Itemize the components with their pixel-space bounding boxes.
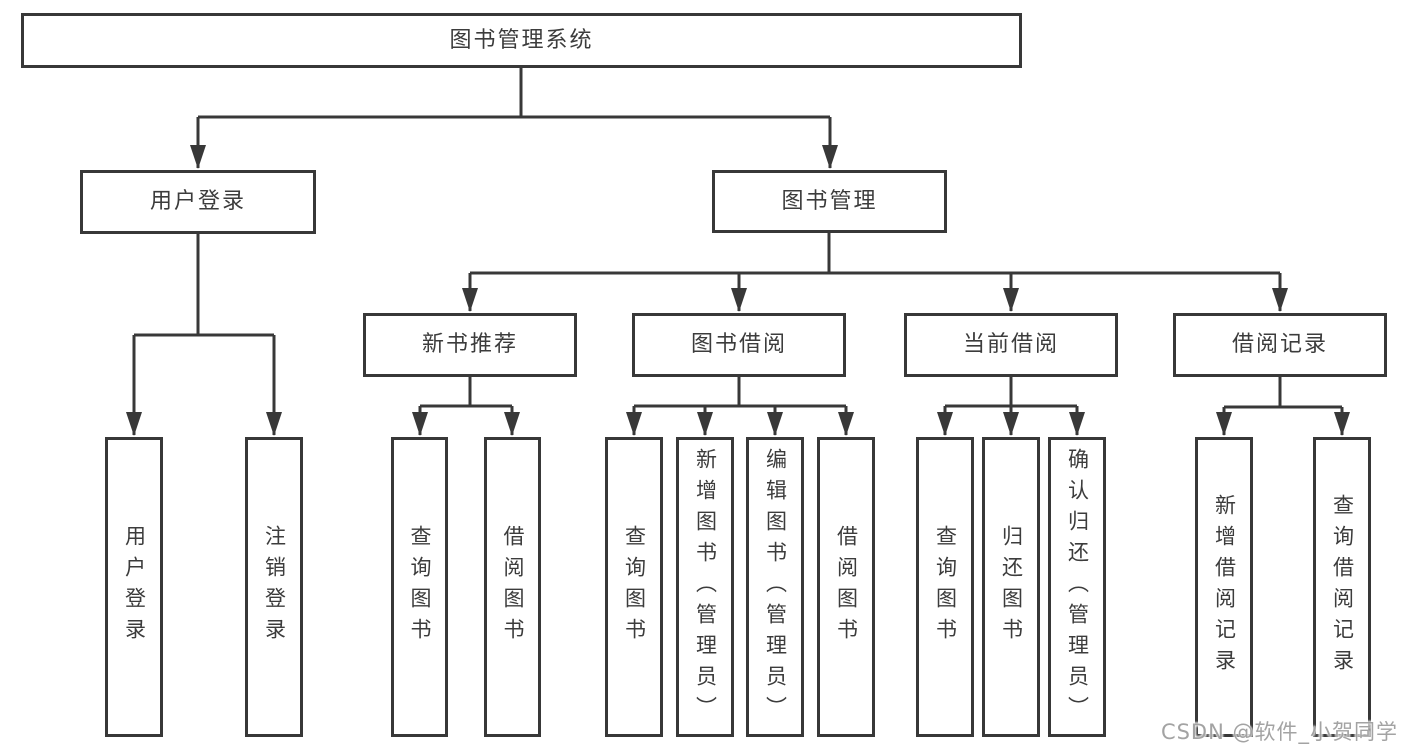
- node-current-borrowing-label: 当前借阅: [962, 332, 1059, 357]
- leaf-user-login-label: 用户登录: [122, 525, 147, 649]
- node-borrowing-records-label: 借阅记录: [1231, 332, 1328, 357]
- leaf-edit-book-admin-label: 编辑图书（管理员）: [763, 447, 788, 727]
- node-book-borrowing-label: 图书借阅: [690, 332, 787, 357]
- leaf-query-books-current: 查询图书: [916, 437, 974, 737]
- watermark: CSDN @软件_小贺同学: [1160, 720, 1398, 744]
- leaf-return-book: 归还图书: [982, 437, 1040, 737]
- leaf-query-borrow-record-label: 查询借阅记录: [1330, 494, 1355, 680]
- leaf-user-login: 用户登录: [105, 437, 163, 737]
- leaf-add-book-admin: 新增图书（管理员）: [676, 437, 734, 737]
- leaf-add-borrow-record: 新增借阅记录: [1195, 437, 1253, 737]
- node-root: 图书管理系统: [21, 13, 1022, 68]
- leaf-add-book-admin-label: 新增图书（管理员）: [693, 447, 718, 727]
- node-book-management-label: 图书管理: [781, 188, 878, 214]
- leaf-borrow-books-borrowing: 借阅图书: [817, 437, 875, 737]
- leaf-confirm-return-admin: 确认归还（管理员）: [1048, 437, 1106, 737]
- node-new-book-recommend-label: 新书推荐: [421, 332, 518, 357]
- leaf-borrow-books-recommend: 借阅图书: [484, 437, 541, 737]
- leaf-query-books-borrowing: 查询图书: [605, 437, 663, 737]
- leaf-logout: 注销登录: [245, 437, 303, 737]
- node-new-book-recommend: 新书推荐: [363, 313, 577, 377]
- connector-arrows: [126, 117, 1350, 436]
- node-current-borrowing: 当前借阅: [904, 313, 1118, 377]
- leaf-borrow-books-borrowing-label: 借阅图书: [834, 525, 859, 649]
- node-user-login-label: 用户登录: [149, 189, 246, 214]
- leaf-query-borrow-record: 查询借阅记录: [1313, 437, 1371, 737]
- leaf-return-book-label: 归还图书: [999, 525, 1024, 649]
- leaf-logout-label: 注销登录: [262, 525, 287, 649]
- node-borrowing-records: 借阅记录: [1173, 313, 1387, 377]
- leaf-edit-book-admin: 编辑图书（管理员）: [746, 437, 804, 737]
- leaf-add-borrow-record-label: 新增借阅记录: [1212, 494, 1237, 680]
- node-root-label: 图书管理系统: [449, 27, 594, 53]
- leaf-confirm-return-admin-label: 确认归还（管理员）: [1065, 447, 1090, 727]
- leaf-query-books-current-label: 查询图书: [933, 525, 958, 649]
- leaf-query-books-borrowing-label: 查询图书: [622, 525, 647, 649]
- leaf-query-books-recommend-label: 查询图书: [408, 525, 432, 649]
- leaf-query-books-recommend: 查询图书: [391, 437, 448, 737]
- node-book-management: 图书管理: [712, 170, 947, 233]
- leaf-borrow-books-recommend-label: 借阅图书: [501, 525, 525, 649]
- node-book-borrowing: 图书借阅: [632, 313, 846, 377]
- node-user-login: 用户登录: [80, 170, 316, 234]
